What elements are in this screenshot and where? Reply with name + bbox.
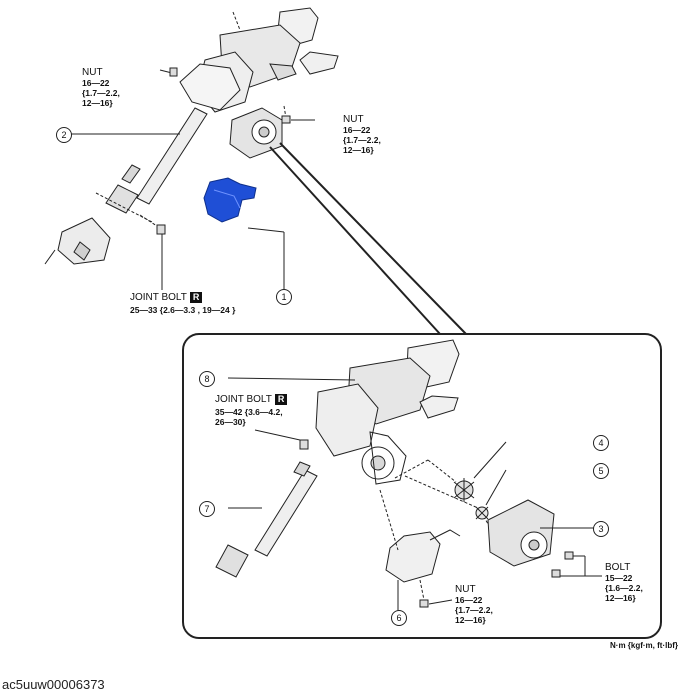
callout-5: 5	[593, 463, 609, 479]
callout-2: 2	[56, 127, 72, 143]
nut-bottom-label: NUT 16—22 {1.7—2.2, 12—16}	[455, 584, 493, 626]
reuse-badge: R	[189, 292, 203, 303]
figure-code: ac5uuw00006373	[2, 677, 105, 692]
nut-top-right-part	[281, 105, 315, 124]
reuse-badge-detail: R	[274, 394, 288, 405]
damper-part	[475, 506, 489, 520]
intermediate-shaft-upper	[105, 107, 208, 214]
lower-joint-left	[44, 192, 153, 265]
joint-bolt-main-part	[139, 214, 166, 290]
joint-bolt-detail-part	[254, 429, 309, 450]
bolt-parts	[551, 551, 602, 578]
bracket-part	[379, 489, 461, 610]
callout-8: 8	[199, 371, 215, 387]
torque-units-note: N·m {kgf·m, ft·lbf}	[610, 641, 678, 650]
intermediate-shaft-detail	[215, 461, 318, 578]
nut-top-left-part	[159, 67, 178, 77]
steering-column-detail	[315, 339, 460, 485]
steering-motor-detail	[487, 499, 555, 567]
steering-motor-upper	[229, 107, 283, 159]
steering-column-upper	[179, 7, 339, 113]
callout-6: 6	[391, 610, 407, 626]
coupling-part	[453, 478, 475, 502]
callout-3: 3	[593, 521, 609, 537]
callout-1: 1	[276, 289, 292, 305]
nut-top-left-label: NUT 16—22 {1.7—2.2, 12—16}	[82, 67, 120, 109]
bolt-label: BOLT 15—22 {1.6—2.2, 12—16}	[605, 562, 643, 604]
nut-top-right-label: NUT 16—22 {1.7—2.2, 12—16}	[343, 114, 381, 156]
callout-4: 4	[593, 435, 609, 451]
highlighted-column-cover	[203, 177, 257, 223]
callout-7: 7	[199, 501, 215, 517]
